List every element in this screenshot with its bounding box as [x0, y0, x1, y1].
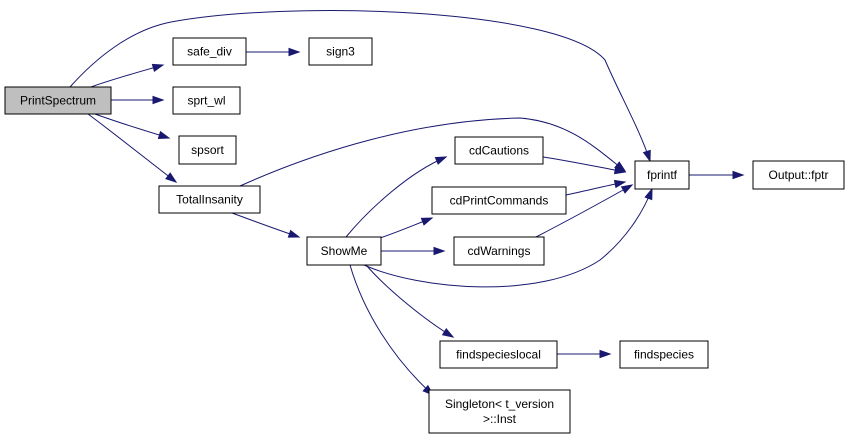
node-box — [308, 37, 373, 66]
node-label: cdWarnings — [468, 244, 531, 258]
node-box — [454, 136, 544, 165]
node-box — [178, 135, 237, 165]
node-findspecieslocal[interactable]: findspecieslocal — [439, 340, 558, 369]
node-box — [428, 389, 571, 434]
node-label: cdPrintCommands — [450, 194, 549, 208]
edge-cdPrintCommands-to-fprintf — [565, 179, 627, 196]
node-label: ShowMe — [321, 244, 368, 258]
node-label: findspecies — [634, 348, 694, 362]
edge-line — [231, 212, 300, 238]
node-printspectrum[interactable]: PrintSpectrum — [4, 86, 112, 115]
edge-line — [239, 117, 626, 187]
node-label: TotalInsanity — [176, 193, 243, 207]
node-box — [619, 340, 709, 369]
node-fprintf[interactable]: fprintf — [634, 160, 690, 190]
edge-safe_div-to-sign3 — [245, 47, 301, 57]
arrowhead — [288, 47, 301, 57]
edge-line — [363, 188, 653, 288]
node-box — [431, 186, 567, 215]
edge-PrintSpectrum-to-fprintf — [69, 10, 651, 163]
node-box — [453, 236, 545, 266]
edge-ShowMe-to-findspecieslocal — [365, 264, 455, 338]
arrowhead — [441, 327, 455, 338]
edge-line — [535, 184, 633, 238]
node-cdwarnings[interactable]: cdWarnings — [453, 236, 545, 266]
node-label: Output::fptr — [768, 168, 828, 182]
node-label: safe_div — [187, 45, 232, 59]
edge-TotalInsanity-to-ShowMe — [231, 212, 301, 238]
arrowhead — [152, 95, 165, 105]
node-box — [634, 160, 690, 190]
edge-fprintf-to-Output_fptr — [689, 170, 745, 180]
node-totalinsanity[interactable]: TotalInsanity — [158, 185, 261, 214]
node-box — [172, 86, 241, 115]
arrowhead — [732, 170, 745, 180]
node-label: spsort — [191, 143, 224, 157]
edge-ShowMe-to-cdWarnings — [381, 246, 446, 256]
arrowhead — [613, 179, 627, 189]
node-singleton-inst[interactable]: Singleton< t_version>::Inst — [428, 389, 571, 434]
edge-ShowMe-to-fprintf — [363, 187, 653, 288]
arrowhead — [420, 217, 434, 226]
arrowhead — [644, 187, 653, 201]
node-cdprintcommands[interactable]: cdPrintCommands — [431, 186, 567, 215]
edge-ShowMe-to-cdPrintCommands — [379, 217, 434, 239]
node-findspecies[interactable]: findspecies — [619, 340, 709, 369]
arrowhead — [620, 184, 634, 194]
node-box — [439, 340, 558, 369]
edge-line — [345, 156, 447, 238]
node-output-fptr[interactable]: Output::fptr — [752, 160, 845, 190]
node-label: >::Inst — [483, 412, 517, 426]
edges-layer — [69, 10, 745, 397]
arrowhead — [642, 149, 651, 163]
edge-line — [365, 264, 454, 338]
node-label: sprt_wl — [187, 94, 225, 108]
node-sprt-wl[interactable]: sprt_wl — [172, 86, 241, 115]
node-cdcautions[interactable]: cdCautions — [454, 136, 544, 165]
edge-line — [94, 113, 170, 139]
node-box — [172, 37, 247, 66]
edge-cdWarnings-to-fprintf — [535, 184, 634, 238]
arrowhead — [165, 172, 178, 183]
edge-ShowMe-to-cdCautions — [345, 156, 448, 238]
edge-PrintSpectrum-to-sprt_wl — [111, 95, 165, 105]
arrowhead — [287, 229, 301, 238]
arrowhead — [599, 349, 612, 359]
node-box — [4, 86, 112, 115]
node-box — [158, 185, 261, 214]
edge-PrintSpectrum-to-safe_div — [90, 63, 165, 88]
node-label: findspecieslocal — [456, 348, 541, 362]
edge-line — [90, 64, 164, 88]
node-label: PrintSpectrum — [20, 94, 96, 108]
node-box — [752, 160, 845, 190]
edge-line — [349, 264, 434, 396]
node-spsort[interactable]: spsort — [178, 135, 237, 165]
node-box — [306, 236, 382, 266]
edge-line — [69, 10, 651, 162]
node-showme[interactable]: ShowMe — [306, 236, 382, 266]
nodes-layer: PrintSpectrum safe_div sign3 sprt_wlspsortT… — [4, 37, 845, 434]
node-label: Singleton< t_version — [445, 397, 554, 411]
node-sign3[interactable]: sign3 — [308, 37, 373, 66]
edge-line — [87, 113, 177, 183]
arrowhead — [613, 165, 627, 175]
edge-PrintSpectrum-to-TotalInsanity — [87, 113, 178, 183]
arrowhead — [157, 130, 171, 139]
node-safe-div[interactable]: safe_div — [172, 37, 247, 66]
edge-ShowMe-to-Singleton_Inst — [349, 264, 435, 397]
edge-cdCautions-to-fprintf — [542, 156, 627, 175]
edge-TotalInsanity-to-fprintf — [239, 117, 627, 187]
edge-findspecieslocal-to-findspecies — [556, 349, 612, 359]
edge-line — [542, 156, 626, 173]
node-label: fprintf — [647, 168, 678, 182]
arrowhead — [151, 63, 165, 72]
node-label: cdCautions — [469, 144, 529, 158]
arrowhead — [433, 246, 446, 256]
edge-PrintSpectrum-to-spsort — [94, 113, 171, 139]
node-label: sign3 — [326, 45, 355, 59]
arrowhead — [434, 156, 448, 165]
